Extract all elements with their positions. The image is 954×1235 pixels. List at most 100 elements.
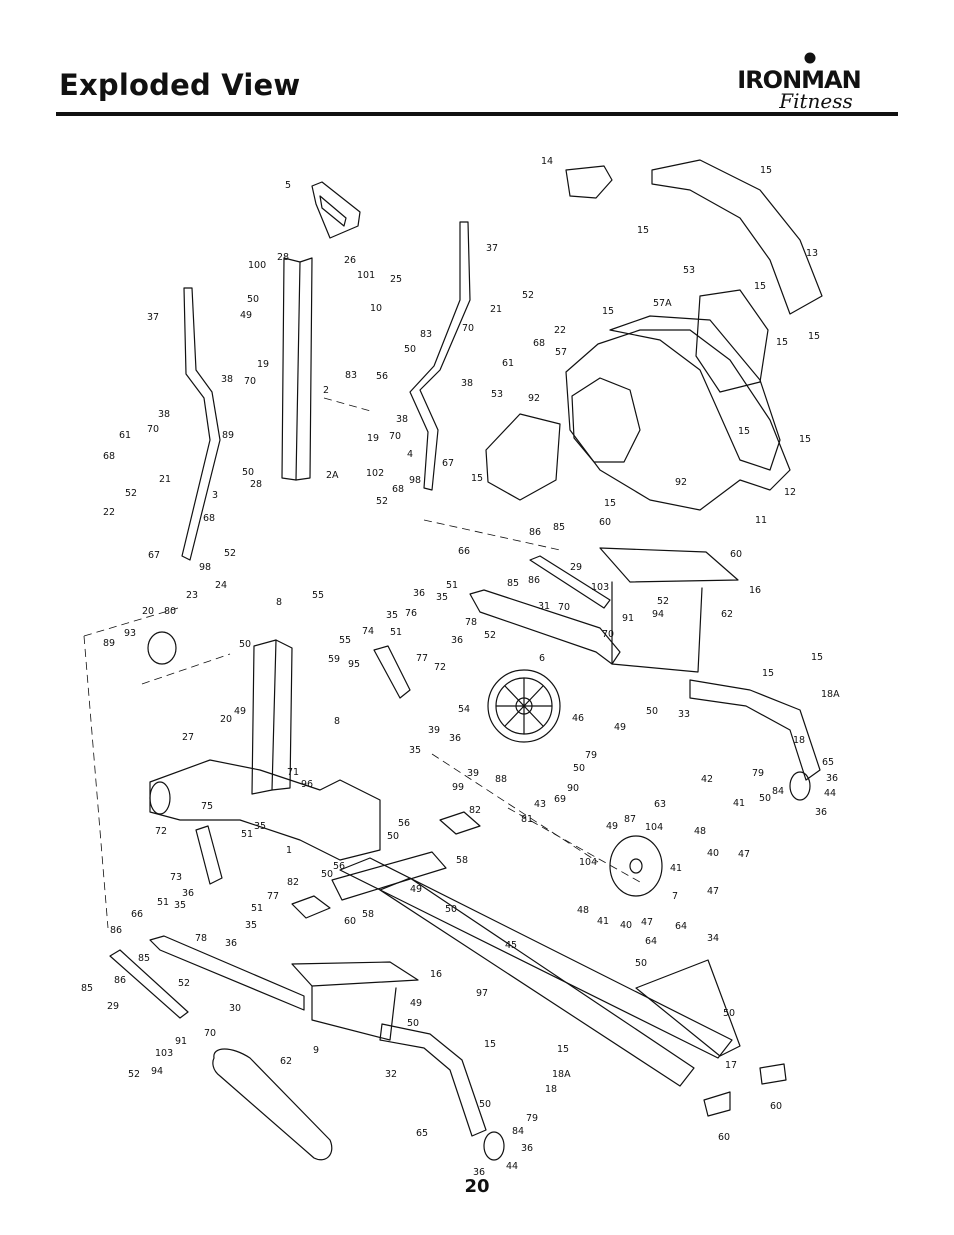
part-label: 15	[762, 668, 774, 679]
part-label: 28	[250, 479, 262, 490]
part-label: 72	[155, 826, 167, 837]
part-label: 50	[404, 344, 416, 355]
part-label: 50	[573, 763, 585, 774]
part-label: 99	[452, 782, 464, 793]
part-label: 57A	[653, 298, 672, 309]
idler-wheel-shape	[609, 835, 663, 897]
part-label: 91	[622, 613, 634, 624]
part-label: 3	[212, 490, 218, 501]
part-label: 50	[239, 639, 251, 650]
part-label: 15	[754, 281, 766, 292]
part-label: 78	[465, 617, 477, 628]
part-label: 78	[195, 933, 207, 944]
part-label: 15	[776, 337, 788, 348]
part-label: 31	[538, 601, 550, 612]
part-label: 79	[752, 768, 764, 779]
part-label: 101	[357, 270, 375, 281]
part-label: 21	[490, 304, 502, 315]
part-label: 29	[570, 562, 582, 573]
flywheel-shape	[487, 669, 561, 743]
lower-pedal-shape	[291, 961, 419, 987]
part-label: 70	[389, 431, 401, 442]
upper-rear-leg-shape	[689, 679, 821, 781]
part-label: 96	[301, 779, 313, 790]
part-label: 91	[175, 1036, 187, 1047]
part-label: 27	[182, 732, 194, 743]
part-label: 44	[506, 1161, 518, 1172]
part-label: 60	[730, 549, 742, 560]
part-label: 21	[159, 474, 171, 485]
front-stabilizer-shape	[635, 959, 741, 1057]
part-label: 50	[723, 1008, 735, 1019]
flywheel-cover-disc-shape	[485, 413, 561, 501]
part-label: 77	[416, 653, 428, 664]
part-label: 54	[458, 704, 470, 715]
part-label: 38	[396, 414, 408, 425]
lower-rear-leg-shape	[379, 1023, 487, 1137]
part-label: 60	[718, 1132, 730, 1143]
mast-shape	[281, 257, 301, 481]
part-label: 64	[645, 936, 657, 947]
part-label: 36	[225, 938, 237, 949]
part-label: 52	[128, 1069, 140, 1080]
logo-script: Fitness	[778, 89, 853, 113]
part-label: 24	[215, 580, 227, 591]
part-label: 15	[738, 426, 750, 437]
front-wheel-upper-shape	[789, 771, 811, 801]
part-label: 83	[420, 329, 432, 340]
part-label: 16	[749, 585, 761, 596]
part-label: 50	[387, 831, 399, 842]
part-label: 40	[620, 920, 632, 931]
page-number: 20	[464, 1176, 490, 1197]
part-label: 49	[410, 884, 422, 895]
part-label: 70	[558, 602, 570, 613]
part-label: 37	[486, 243, 498, 254]
part-label: 47	[707, 886, 719, 897]
part-label: 18	[793, 735, 805, 746]
part-label: 62	[721, 609, 733, 620]
part-label: 62	[280, 1056, 292, 1067]
part-label: 48	[694, 826, 706, 837]
part-label: 85	[81, 983, 93, 994]
part-label: 12	[784, 487, 796, 498]
page-title: Exploded View	[59, 68, 301, 102]
part-label: 53	[683, 265, 695, 276]
part-label: 46	[572, 713, 584, 724]
long-rail-shape	[339, 857, 733, 1059]
front-wheel-lower-shape	[483, 1131, 505, 1161]
logo-figure-head-icon	[804, 52, 816, 64]
side-shroud-outer-shape	[565, 329, 791, 511]
part-label: 50	[445, 904, 457, 915]
part-label: 19	[257, 359, 269, 370]
part-label: 74	[362, 626, 374, 637]
part-label: 36	[451, 635, 463, 646]
part-label: 80	[164, 606, 176, 617]
part-label: 89	[222, 430, 234, 441]
part-label: 61	[502, 358, 514, 369]
part-label: 104	[579, 857, 597, 868]
part-label: 60	[770, 1101, 782, 1112]
part-label: 76	[405, 608, 417, 619]
part-label: 88	[495, 774, 507, 785]
shroud-clip-shape	[565, 165, 613, 199]
foot-pad-shape	[291, 895, 331, 919]
part-label: 86	[528, 575, 540, 586]
part-label: 67	[148, 550, 160, 561]
diagram-drawing	[109, 159, 823, 1161]
part-label: 73	[170, 872, 182, 883]
part-label: 29	[107, 1001, 119, 1012]
part-label: 49	[614, 722, 626, 733]
part-label: 41	[733, 798, 745, 809]
part-label: 36	[449, 733, 461, 744]
part-label: 20	[220, 714, 232, 725]
part-label: 49	[234, 706, 246, 717]
part-label: 15	[808, 331, 820, 342]
part-label: 38	[461, 378, 473, 389]
part-label: 66	[458, 546, 470, 557]
part-label: 72	[434, 662, 446, 673]
part-label: 25	[390, 274, 402, 285]
part-label: 58	[456, 855, 468, 866]
part-label: 49	[606, 821, 618, 832]
part-label: 48	[577, 905, 589, 916]
